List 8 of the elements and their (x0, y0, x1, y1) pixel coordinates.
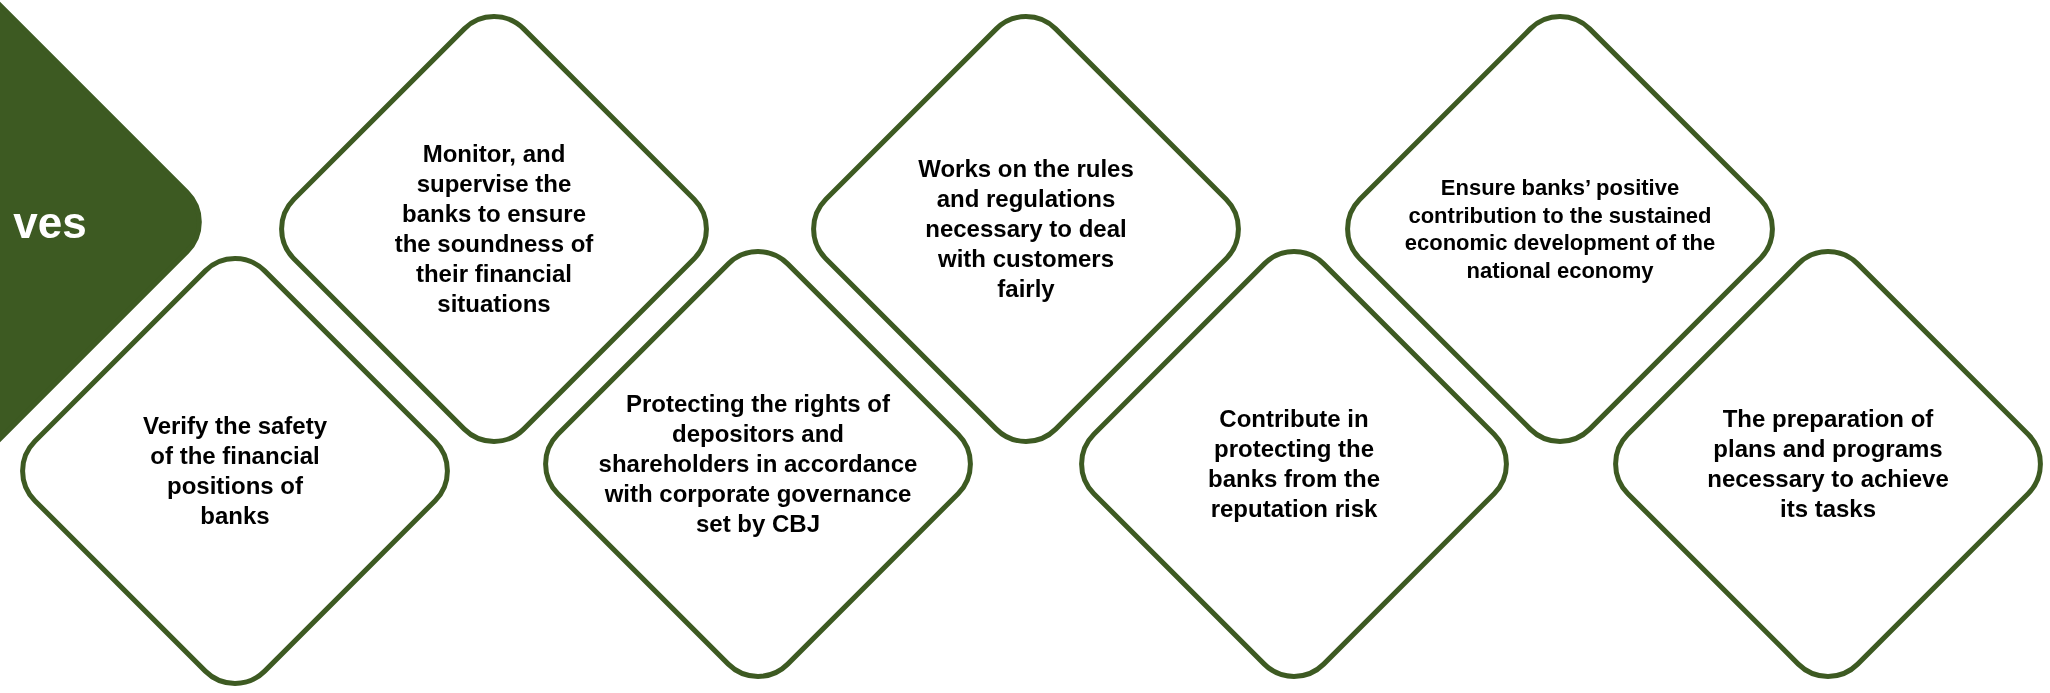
objective-text: Contribute in protecting the banks from the reputation risk (1207, 404, 1381, 524)
objective-text: Monitor, and supervise the banks to ensure the soundness of their financial situations (393, 139, 595, 319)
heading-text: ves (12, 196, 88, 249)
objective-text: Works on the rules and regulations necessary to deal with customers fairly (917, 154, 1135, 304)
objective-text: Ensure banks’ positive contribution to the sustained economic development of the national economy (1403, 174, 1717, 284)
objective-text: Verify the safety of the financial positions of banks (141, 411, 329, 531)
objective-text: Protecting the rights of depositors and shareholders in accordance with corporate governance set by CBJ (598, 389, 918, 539)
objective-text: The preparation of plans and programs necessary to achieve its tasks (1706, 404, 1950, 524)
